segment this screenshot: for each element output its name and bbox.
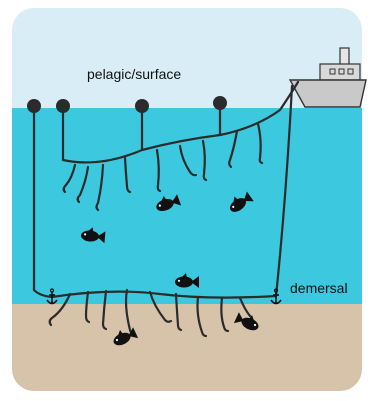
float-buoy-4 (213, 96, 227, 110)
float-buoy-2 (56, 99, 70, 113)
pelagic-label: pelagic/surface (87, 66, 181, 82)
demersal-label: demersal (290, 280, 348, 296)
float-buoy-1 (27, 99, 41, 113)
float-buoy-3 (135, 99, 149, 113)
water-column (12, 108, 362, 305)
seabed (12, 304, 362, 394)
